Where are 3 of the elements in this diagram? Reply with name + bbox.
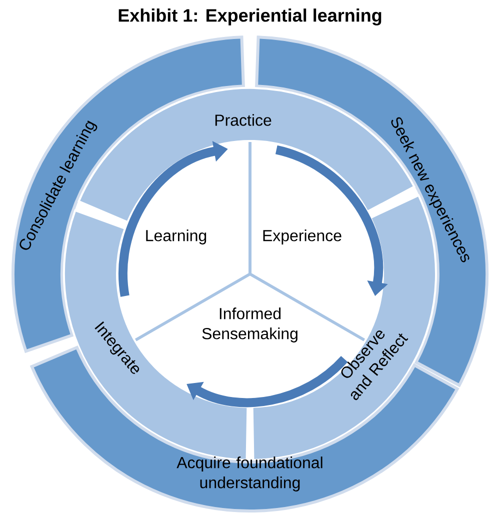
center-sector: Learning <box>146 230 206 244</box>
center-sector: Experience <box>263 230 342 244</box>
title: Exhibit 1: Experiential learning <box>118 8 382 26</box>
